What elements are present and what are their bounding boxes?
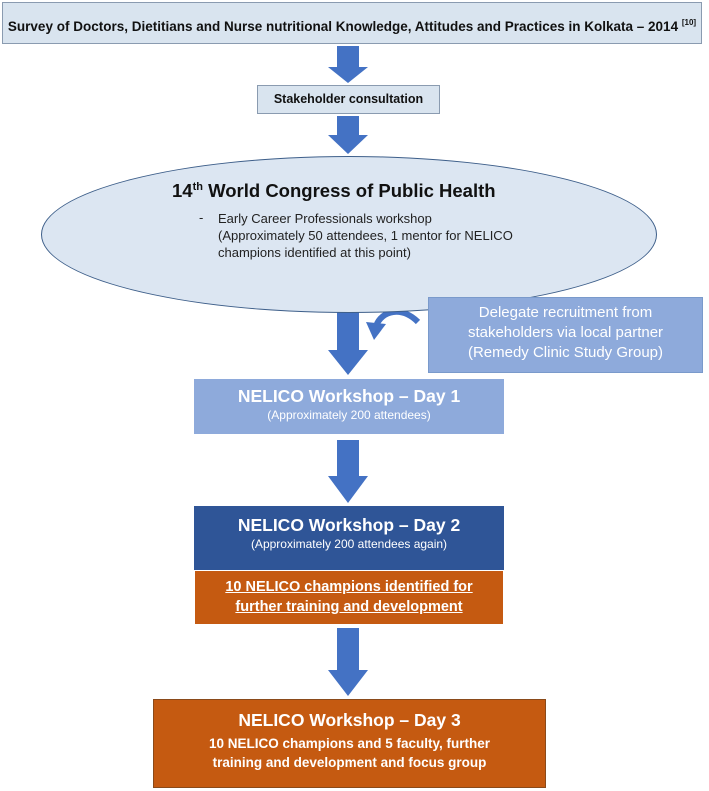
day3-line2: training and development and focus group: [212, 755, 487, 770]
congress-bullet-item: Early Career Professionals workshop (App…: [218, 210, 518, 261]
down-arrow-2: [328, 116, 368, 154]
down-arrow-1: [328, 46, 368, 83]
congress-title: 14th World Congress of Public Health: [172, 180, 496, 202]
day3-title: NELICO Workshop – Day 3: [238, 710, 461, 730]
stakeholder-text: Stakeholder consultation: [273, 92, 424, 106]
day3-line1: 10 NELICO champions and 5 faculty, furth…: [208, 736, 491, 751]
delegate-line1: Delegate recruitment from: [478, 304, 653, 321]
curved-arrow-icon: [366, 309, 421, 340]
workshop-day3-box: NELICO Workshop – Day 3 10 NELICO champi…: [153, 699, 546, 788]
delegate-recruitment-box: Delegate recruitment from stakeholders v…: [428, 297, 703, 373]
congress-item-line2: (Approximately 50 attendees, 1 mentor fo…: [218, 228, 513, 260]
day2-subtitle: (Approximately 200 attendees again): [250, 537, 448, 551]
congress-title-superscript: th: [192, 181, 203, 193]
survey-reference: [10]: [681, 18, 697, 27]
champions-line2: further training and development: [235, 599, 463, 615]
day1-title: NELICO Workshop – Day 1: [237, 386, 461, 406]
congress-ellipse: [41, 156, 657, 313]
down-arrow-3: [328, 308, 368, 375]
congress-title-text: World Congress of Public Health: [202, 180, 496, 201]
delegate-line3: (Remedy Clinic Study Group): [467, 344, 664, 361]
champions-box: 10 NELICO champions identified for furth…: [194, 570, 504, 625]
day2-title: NELICO Workshop – Day 2: [237, 515, 461, 535]
down-arrow-4: [328, 440, 368, 503]
congress-bullet-dash: -: [199, 210, 204, 225]
down-arrow-5: [328, 628, 368, 696]
day3-body: 10 NELICO champions and 5 faculty, furth…: [154, 734, 545, 772]
survey-text: Survey of Doctors, Dietitians and Nurse …: [7, 19, 679, 34]
congress-item-line1: Early Career Professionals workshop: [218, 211, 432, 226]
stakeholder-box: Stakeholder consultation: [257, 85, 440, 114]
delegate-line2: stakeholders via local partner: [467, 324, 664, 341]
workshop-day1-box: NELICO Workshop – Day 1 (Approximately 2…: [194, 379, 504, 434]
congress-title-number: 14: [172, 180, 193, 201]
champions-line1: 10 NELICO champions identified for: [225, 579, 473, 595]
workshop-day2-box: NELICO Workshop – Day 2 (Approximately 2…: [194, 506, 504, 570]
day1-subtitle: (Approximately 200 attendees): [267, 408, 431, 422]
survey-box: Survey of Doctors, Dietitians and Nurse …: [2, 2, 702, 44]
